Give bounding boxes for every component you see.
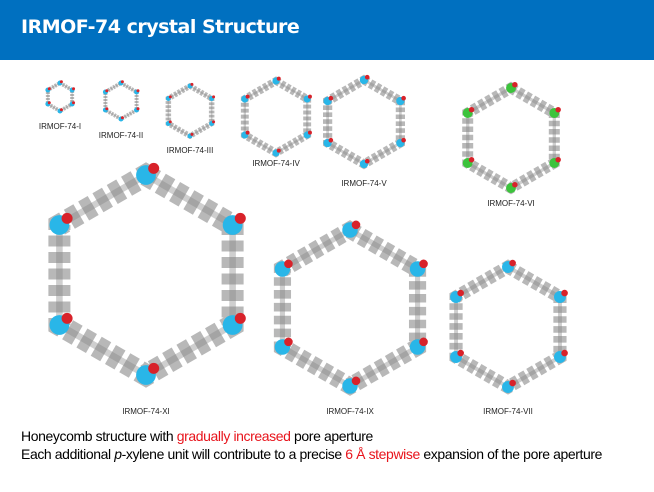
oxygen-atom: [307, 94, 312, 99]
mof-structure: [102, 80, 140, 122]
structure-label: IRMOF-74-VI: [487, 199, 535, 208]
oxygen-atom: [47, 87, 51, 91]
oxygen-atom: [136, 107, 140, 111]
structure-label: IRMOF-74-VII: [483, 407, 533, 416]
oxygen-atom: [148, 362, 160, 374]
oxygen-atom: [284, 259, 293, 269]
mof-structure: [165, 82, 216, 140]
body-line-1: Honeycomb structure with gradually incre…: [21, 427, 611, 445]
oxygen-atom: [468, 156, 475, 163]
oxygen-atom: [419, 259, 428, 269]
oxygen-atom: [61, 212, 73, 224]
oxygen-atom: [234, 312, 246, 324]
pore-wall: [462, 81, 560, 195]
oxygen-atom: [561, 349, 568, 357]
mof-structure: [323, 74, 406, 170]
oxygen-atom: [212, 120, 216, 124]
oxygen-atom: [457, 349, 464, 357]
italic-text: p: [114, 446, 122, 462]
oxygen-atom: [364, 74, 370, 80]
oxygen-atom: [105, 107, 109, 111]
pore-wall: [45, 80, 75, 114]
structure-label: IRMOF-74-III: [166, 146, 214, 155]
oxygen-atom: [561, 289, 568, 297]
pore-wall: [165, 82, 215, 140]
oxygen-atom: [351, 220, 361, 230]
body-text: Honeycomb structure with gradually incre…: [21, 427, 611, 463]
oxygen-atom: [120, 116, 124, 120]
pore-wall: [48, 162, 244, 388]
body-line-2: Each additional p-xylene unit will contr…: [21, 445, 611, 463]
oxygen-atom: [190, 132, 194, 136]
oxygen-atom: [148, 162, 160, 174]
text: pore aperture: [290, 428, 373, 444]
highlight-text: 6 Å stepwise: [345, 446, 420, 462]
oxygen-atom: [120, 80, 124, 84]
oxygen-atom: [284, 337, 293, 347]
pore-wall: [103, 80, 139, 122]
mof-structure: [462, 81, 561, 195]
oxygen-atom: [401, 137, 406, 143]
oxygen-atom: [72, 101, 76, 105]
oxygen-atom: [72, 87, 76, 91]
structure-label: IRMOF-74-I: [38, 122, 82, 131]
oxygen-atom: [468, 106, 475, 113]
oxygen-atom: [401, 95, 406, 101]
structure-label: IRMOF-74-IV: [252, 159, 300, 168]
pore-wall: [323, 74, 405, 170]
structure-label: IRMOF-74-II: [98, 131, 144, 140]
slide-title: IRMOF-74 crystal Structure: [21, 16, 300, 38]
text: Each additional: [21, 446, 115, 462]
oxygen-atom: [105, 89, 109, 93]
text: Honeycomb structure with: [21, 428, 177, 444]
mof-structure: [240, 76, 312, 158]
oxygen-atom: [276, 76, 281, 81]
oxygen-atom: [351, 376, 361, 386]
oxygen-atom: [307, 130, 312, 135]
oxygen-atom: [328, 95, 334, 101]
highlight-text: gradually increased: [176, 428, 291, 444]
oxygen-atom: [555, 156, 561, 163]
structure-label: IRMOF-74-XI: [122, 407, 170, 416]
header-bar: IRMOF-74 crystal Structure: [0, 0, 654, 60]
oxygen-atom: [509, 379, 516, 387]
structure-label: IRMOF-74-IX: [326, 407, 374, 416]
text: expansion of the pore aperture: [419, 446, 603, 462]
oxygen-atom: [59, 108, 63, 112]
text: -xylene unit will contribute to a precis…: [121, 446, 346, 462]
oxygen-atom: [509, 259, 516, 267]
structure-label: IRMOF-74-V: [341, 179, 387, 188]
oxygen-atom: [168, 95, 172, 99]
pore-wall: [240, 76, 312, 158]
oxygen-atom: [168, 120, 172, 124]
oxygen-atom: [512, 181, 518, 188]
mof-structure: [45, 80, 76, 114]
oxygen-atom: [59, 80, 63, 84]
oxygen-atom: [190, 82, 194, 86]
oxygen-atom: [136, 89, 140, 93]
structures-figure: [45, 74, 568, 396]
pore-wall: [273, 220, 427, 396]
oxygen-atom: [61, 312, 73, 324]
oxygen-atom: [419, 337, 428, 347]
mof-structure: [273, 220, 428, 396]
pore-wall: [449, 259, 567, 395]
oxygen-atom: [512, 81, 518, 88]
oxygen-atom: [245, 94, 250, 99]
oxygen-atom: [276, 148, 281, 153]
oxygen-atom: [234, 212, 246, 224]
oxygen-atom: [245, 130, 250, 135]
mof-structure: [48, 162, 246, 388]
oxygen-atom: [364, 158, 370, 164]
oxygen-atom: [47, 101, 51, 105]
oxygen-atom: [555, 106, 561, 113]
oxygen-atom: [212, 95, 216, 99]
mof-structure: [449, 259, 568, 395]
oxygen-atom: [328, 137, 334, 143]
oxygen-atom: [457, 289, 464, 297]
